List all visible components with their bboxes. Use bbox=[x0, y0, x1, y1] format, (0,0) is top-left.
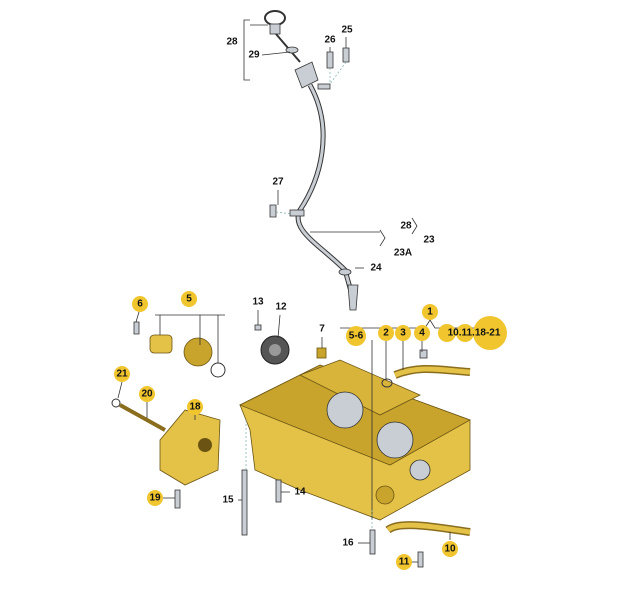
ring-21 bbox=[111, 398, 121, 408]
callout-5: 5 bbox=[186, 294, 192, 305]
callout-21: 21 bbox=[116, 369, 128, 380]
callout-27: 27 bbox=[272, 177, 284, 188]
callout-18: 18 bbox=[189, 402, 201, 413]
callout-4: 4 bbox=[419, 328, 425, 339]
callout-14: 14 bbox=[294, 487, 306, 498]
callout-3: 3 bbox=[400, 328, 406, 339]
callout-28b: 28 bbox=[400, 221, 412, 232]
part-5-gear-assembly bbox=[149, 334, 226, 378]
callout-5-6: 5-6 bbox=[349, 331, 364, 342]
bolt-6 bbox=[133, 321, 140, 335]
callout-23: 23 bbox=[423, 235, 435, 246]
bolt-13 bbox=[254, 324, 262, 331]
callout-10-11-18-21: 10.11.18-21 bbox=[448, 328, 501, 339]
oil-pump-18 bbox=[159, 409, 221, 486]
oil-pan-block bbox=[239, 359, 471, 521]
callout-labels: 28 29 26 25 27 28 23 23A 24 1 5-6 2 3 4 … bbox=[116, 25, 500, 568]
bolt-25 bbox=[342, 47, 350, 63]
callout-10: 10 bbox=[444, 544, 456, 555]
callout-7: 7 bbox=[319, 324, 325, 335]
callout-6: 6 bbox=[137, 299, 143, 310]
callout-24: 24 bbox=[370, 263, 382, 274]
highlight-markers bbox=[114, 291, 507, 570]
callout-13: 13 bbox=[252, 297, 264, 308]
callout-29: 29 bbox=[248, 50, 260, 61]
callout-23a: 23A bbox=[394, 248, 412, 259]
sleeve-7 bbox=[316, 347, 327, 359]
callout-12: 12 bbox=[275, 302, 287, 313]
callout-2: 2 bbox=[383, 328, 389, 339]
bolt-15 bbox=[241, 469, 248, 536]
bolt-14 bbox=[275, 479, 282, 503]
bolt-19 bbox=[174, 489, 181, 509]
shaft-20 bbox=[119, 403, 166, 432]
callout-28: 28 bbox=[226, 37, 238, 48]
callout-1: 1 bbox=[427, 307, 433, 318]
callout-25: 25 bbox=[341, 25, 353, 36]
callout-19: 19 bbox=[149, 493, 161, 504]
callout-20: 20 bbox=[141, 389, 153, 400]
bolt-16 bbox=[369, 529, 376, 555]
bolt-27 bbox=[269, 204, 277, 218]
callout-16: 16 bbox=[342, 538, 354, 549]
bolt-26 bbox=[326, 51, 334, 69]
bolt-11 bbox=[417, 551, 424, 568]
dipstick bbox=[264, 10, 359, 311]
callout-11: 11 bbox=[399, 557, 410, 568]
callout-15: 15 bbox=[222, 495, 234, 506]
seal-2 bbox=[381, 378, 393, 388]
bolt-4 bbox=[419, 349, 428, 359]
callout-26: 26 bbox=[324, 35, 336, 46]
